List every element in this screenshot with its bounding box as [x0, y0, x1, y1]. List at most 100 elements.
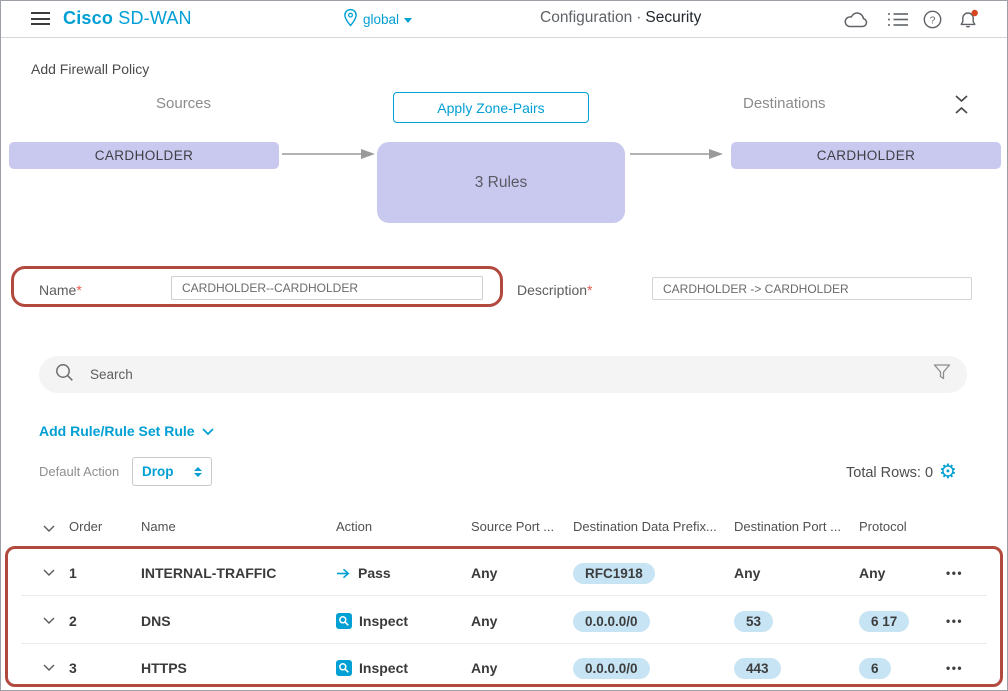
default-action-label: Default Action — [39, 464, 120, 479]
row-expand-chevron-icon[interactable] — [43, 599, 55, 643]
search-bar[interactable]: Search — [39, 356, 967, 393]
scope-label: global — [363, 11, 400, 27]
collapse-expand-chevrons-icon[interactable] — [953, 93, 970, 122]
scope-selector[interactable]: global — [343, 8, 413, 30]
column-header-order[interactable]: Order — [69, 519, 103, 534]
cell-protocol: Any — [859, 551, 885, 595]
cell-order: 1 — [69, 565, 77, 581]
sources-label: Sources — [156, 95, 212, 112]
cell-destination-data-prefix: RFC1918 — [573, 551, 655, 595]
add-rule-link[interactable]: Add Rule/Rule Set Rule — [39, 423, 214, 439]
value-badge: 0.0.0.0/0 — [573, 610, 650, 632]
chevron-down-icon — [201, 423, 214, 439]
value-badge: 0.0.0.0/0 — [573, 657, 650, 679]
breadcrumb: Configuration·Security — [540, 9, 701, 27]
cell-name: DNS — [141, 613, 171, 629]
brand-secondary: SD-WAN — [118, 8, 192, 28]
column-header-name[interactable]: Name — [141, 519, 176, 534]
breadcrumb-section: Configuration — [540, 9, 633, 26]
flow-arrow-icon — [282, 147, 376, 166]
row-divider — [21, 595, 987, 596]
value-badge: 443 — [734, 657, 781, 679]
name-label: Name* — [39, 282, 82, 298]
value-badge: RFC1918 — [573, 562, 655, 584]
cell-action: Inspect — [336, 646, 408, 690]
cell-value: Any — [859, 565, 886, 581]
cell-source-port: Any — [471, 646, 497, 690]
cell-order: 2 — [69, 613, 77, 629]
required-asterisk: * — [76, 282, 82, 298]
table-row: 1 INTERNAL-TRAFFIC Pass Any RFC1918 Any Any ••• — [1, 551, 1007, 595]
default-action-select[interactable]: Drop — [132, 457, 212, 486]
cell-destination-port: 443 — [734, 646, 781, 690]
cell-destination-data-prefix: 0.0.0.0/0 — [573, 599, 650, 643]
cell-protocol: 6 17 — [859, 599, 910, 643]
row-expand-chevron-icon[interactable] — [43, 646, 55, 690]
column-header-source-port[interactable]: Source Port ... — [471, 519, 555, 534]
cell-value: Any — [471, 565, 498, 581]
filter-funnel-icon[interactable] — [933, 363, 951, 386]
cell-action: Pass — [336, 551, 391, 595]
cloud-icon[interactable] — [843, 11, 870, 35]
column-header-action[interactable]: Action — [336, 519, 373, 534]
name-input[interactable] — [171, 276, 483, 300]
source-zone-box[interactable]: CARDHOLDER — [9, 142, 279, 169]
brand-logo: Cisco SD-WAN — [63, 8, 192, 29]
cell-order: 3 — [69, 660, 77, 676]
row-expand-chevron-icon[interactable] — [43, 551, 55, 595]
flow-arrow-icon — [630, 147, 724, 166]
value-badge: 6 — [859, 657, 891, 679]
rules-summary-box[interactable]: 3 Rules — [377, 142, 625, 223]
column-header-destination-port[interactable]: Destination Port ... — [734, 519, 841, 534]
description-input[interactable] — [652, 277, 972, 300]
task-list-icon[interactable] — [887, 11, 910, 33]
cell-name: INTERNAL-TRAFFIC — [141, 565, 277, 581]
search-input[interactable]: Search — [90, 367, 133, 382]
cell-source-port: Any — [471, 599, 497, 643]
cell-value: Any — [471, 613, 498, 629]
pass-arrow-icon — [336, 568, 351, 579]
row-divider — [21, 643, 987, 644]
cell-value: Any — [471, 660, 498, 676]
value-badge: 53 — [734, 610, 774, 632]
destination-zone-box[interactable]: CARDHOLDER — [731, 142, 1001, 169]
table-row: 2 DNS Inspect Any 0.0.0.0/0 53 6 17 ••• — [1, 599, 1007, 643]
cell-destination-data-prefix: 0.0.0.0/0 — [573, 646, 650, 690]
cell-value: Any — [734, 565, 761, 581]
inspect-icon — [336, 660, 352, 676]
gear-icon[interactable]: ⚙ — [939, 459, 957, 483]
column-header-destination-data-prefix[interactable]: Destination Data Prefix... — [573, 519, 717, 534]
cell-name: HTTPS — [141, 660, 187, 676]
search-icon — [55, 363, 74, 387]
chevron-down-icon — [404, 17, 413, 23]
column-header-protocol[interactable]: Protocol — [859, 519, 907, 534]
row-menu-button[interactable]: ••• — [946, 614, 964, 628]
row-menu-button[interactable]: ••• — [946, 661, 964, 675]
description-label: Description* — [517, 282, 593, 298]
header-expand-chevron-icon[interactable] — [43, 520, 55, 538]
value-badge: 6 17 — [859, 610, 910, 632]
location-pin-icon — [343, 8, 358, 30]
row-menu-button[interactable]: ••• — [946, 566, 964, 580]
cell-action: Inspect — [336, 599, 408, 643]
cell-destination-port: Any — [734, 551, 760, 595]
breadcrumb-page: Security — [645, 9, 702, 26]
top-navigation-bar: Cisco SD-WAN global Configuration·Securi… — [1, 1, 1007, 38]
page-title: Add Firewall Policy — [31, 61, 150, 77]
help-icon[interactable]: ? — [923, 10, 942, 34]
apply-zone-pairs-button[interactable]: Apply Zone-Pairs — [393, 92, 589, 123]
default-action-value: Drop — [142, 464, 174, 479]
hamburger-menu-icon[interactable] — [31, 12, 50, 26]
brand-primary: Cisco — [63, 8, 114, 28]
breadcrumb-separator: · — [636, 9, 642, 26]
notification-bell-icon[interactable] — [958, 9, 979, 35]
select-arrows-icon — [194, 466, 202, 477]
table-row: 3 HTTPS Inspect Any 0.0.0.0/0 443 6 ••• — [1, 646, 1007, 690]
svg-text:?: ? — [930, 14, 936, 26]
total-rows-label: Total Rows: 0 — [846, 465, 934, 481]
cell-source-port: Any — [471, 551, 497, 595]
cell-protocol: 6 — [859, 646, 891, 690]
inspect-icon — [336, 613, 352, 629]
cell-destination-port: 53 — [734, 599, 774, 643]
